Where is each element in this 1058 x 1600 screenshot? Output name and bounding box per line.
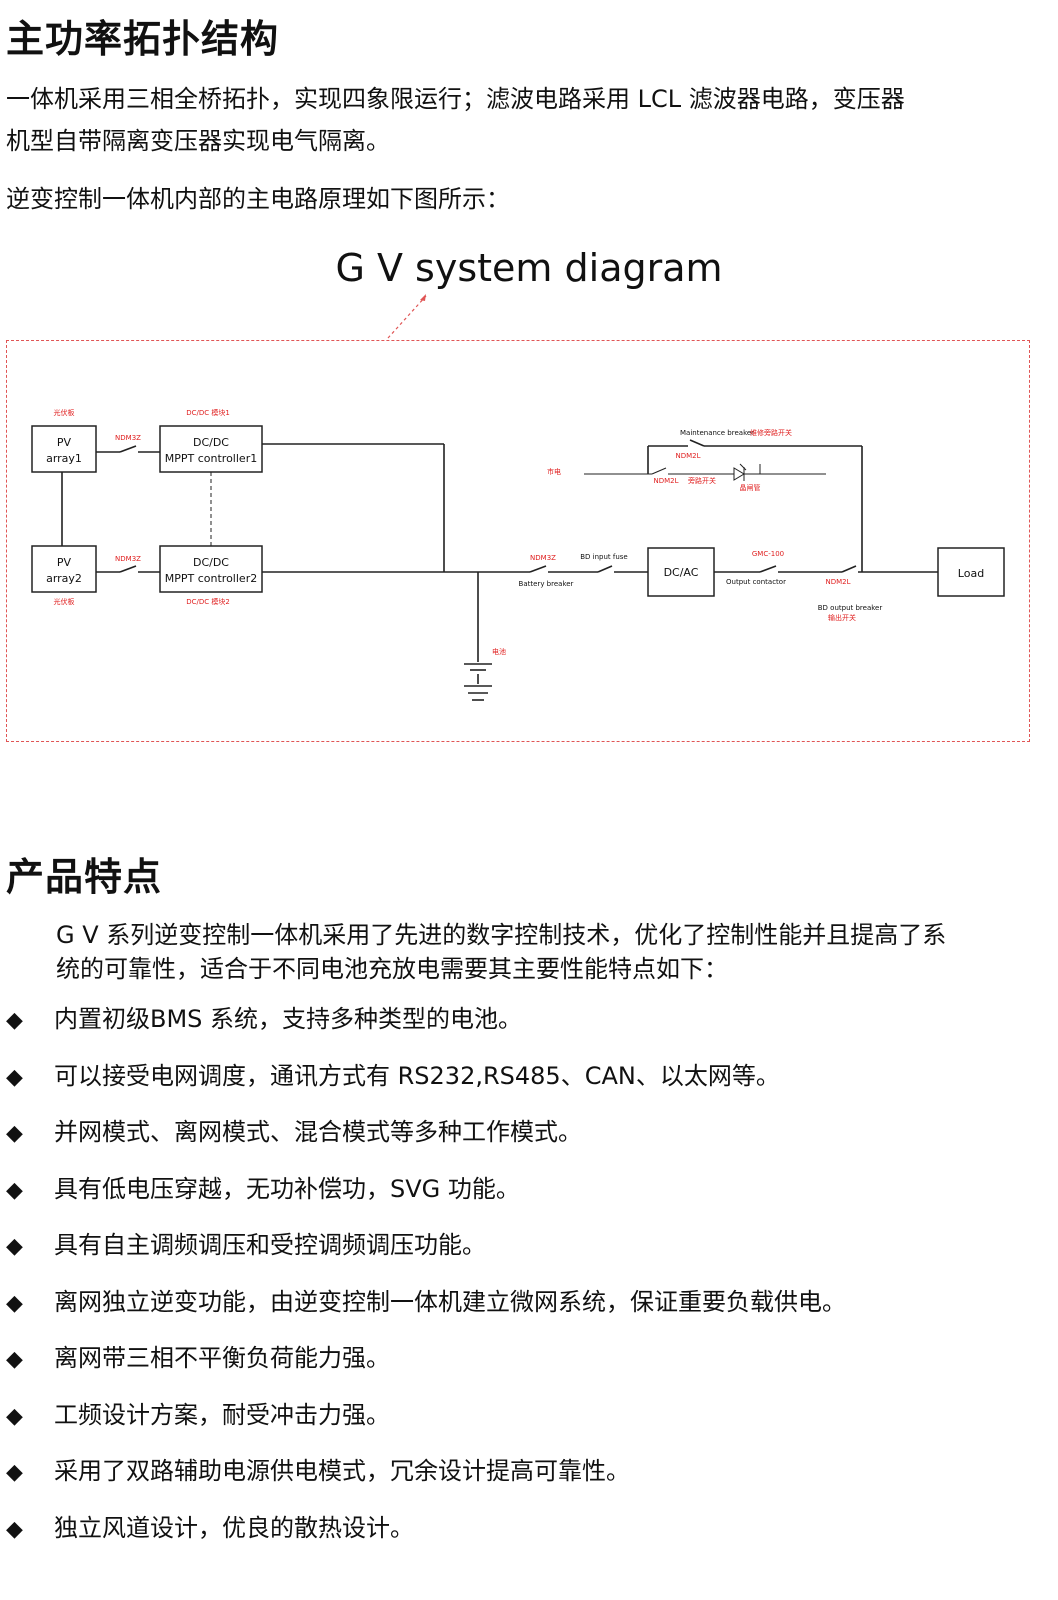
bd-output-cn-label: 输出开关 <box>828 613 856 622</box>
battery-cn-label: 电池 <box>492 647 506 656</box>
feature-item: ◆ 具有自主调频调压和受控调频调压功能。 <box>0 1228 1058 1285</box>
diamond-bullet-icon: ◆ <box>6 1177 23 1203</box>
diamond-bullet-icon: ◆ <box>6 1460 23 1485</box>
diamond-bullet-icon: ◆ <box>6 1403 23 1429</box>
ndm2l-out-label: NDM2L <box>825 578 850 586</box>
bd-input-fuse-label: BD input fuse <box>580 553 628 561</box>
pv-array2-label-a: PV <box>57 556 72 569</box>
pv-array1-box <box>31 425 97 473</box>
maintenance-label: Maintenance breaker <box>680 429 754 437</box>
bd-output-breaker-label: BD output breaker <box>818 604 883 612</box>
feature-item: ◆ 可以接受电网调度，通讯方式有 RS232,RS485、CAN、以太网等。 <box>0 1059 1058 1116</box>
diamond-bullet-icon: ◆ <box>6 1290 23 1316</box>
diamond-bullet-icon: ◆ <box>6 1347 23 1372</box>
battery-breaker-label: Battery breaker <box>519 580 574 588</box>
load-label: Load <box>958 567 984 580</box>
features-intro: G V 系列逆变控制一体机采用了先进的数字控制技术，优化了控制性能并且提高了系 … <box>56 918 1006 986</box>
topology-paragraph-line2: 机型自带隔离变压器实现电气隔离。 <box>6 127 390 155</box>
features-intro-line2: 统的可靠性，适合于不同电池充放电需要其主要性能特点如下： <box>56 955 728 983</box>
dcdc1-label-b: MPPT controller1 <box>165 452 257 465</box>
load-box <box>937 547 1005 597</box>
gmc-label: GMC-100 <box>752 550 784 558</box>
pv-array1-label-a: PV <box>57 436 72 449</box>
title-pointer-line <box>387 294 427 339</box>
topology-paragraph-intro: 逆变控制一体机内部的主电路原理如下图所示： <box>6 185 510 213</box>
diamond-bullet-icon: ◆ <box>6 1234 23 1259</box>
feature-item: ◆ 内置初级BMS 系统，支持多种类型的电池。 <box>0 1002 1058 1059</box>
pv-array2-box <box>31 545 97 593</box>
grid-cn-label: 市电 <box>547 467 561 476</box>
ndm2l-top-label: NDM2L <box>675 452 700 460</box>
dcdc1-label-a: DC/DC <box>193 436 229 449</box>
feature-text: 离网独立逆变功能，由逆变控制一体机建立微网系统，保证重要负载供电。 <box>54 1287 846 1316</box>
diagram-frame <box>6 340 1030 742</box>
feature-text: 具有自主调频调压和受控调频调压功能。 <box>54 1231 486 1259</box>
pv-array1-label-b: array1 <box>46 452 82 465</box>
section-title-topology: 主功率拓扑结构 <box>6 17 280 61</box>
feature-text: 并网模式、离网模式、混合模式等多种工作模式。 <box>54 1118 582 1146</box>
output-contactor-label: Output contactor <box>726 578 786 586</box>
system-diagram: PV array1 光伏板 PV array2 光伏板 DC/DC MPPT c… <box>31 408 1005 701</box>
feature-item: ◆ 具有低电压穿越，无功补偿功，SVG 功能。 <box>0 1172 1058 1229</box>
dcdc1-cn-label: DC/DC 模块1 <box>186 408 230 417</box>
feature-text: 工频设计方案，耐受冲击力强。 <box>54 1400 390 1429</box>
features-intro-line1: G V 系列逆变控制一体机采用了先进的数字控制技术，优化了控制性能并且提高了系 <box>56 921 947 949</box>
feature-text: 采用了双路辅助电源供电模式，冗余设计提高可靠性。 <box>54 1457 630 1485</box>
bypass-cn-label: 旁路开关 <box>688 476 716 485</box>
feature-text: 离网带三相不平衡负荷能力强。 <box>54 1344 390 1372</box>
feature-item: ◆ 离网独立逆变功能，由逆变控制一体机建立微网系统，保证重要负载供电。 <box>0 1285 1058 1342</box>
ndm3z-label-3: NDM3Z <box>530 554 556 562</box>
ndm2l-bypass-label: NDM2L <box>653 477 678 485</box>
feature-text: 内置初级BMS 系统，支持多种类型的电池。 <box>54 1005 523 1033</box>
dcac-box <box>647 547 715 597</box>
diamond-bullet-icon: ◆ <box>6 1121 23 1146</box>
topology-paragraph-line1: 一体机采用三相全桥拓扑，实现四象限运行；滤波电路采用 LCL 滤波器电路，变压器 <box>6 85 905 113</box>
dcac-label: DC/AC <box>664 566 699 579</box>
diamond-bullet-icon: ◆ <box>6 1064 23 1090</box>
dcdc2-cn-label: DC/DC 模块2 <box>186 597 230 606</box>
feature-item: ◆ 工频设计方案，耐受冲击力强。 <box>0 1398 1058 1455</box>
dcdc2-label-a: DC/DC <box>193 556 229 569</box>
feature-item: ◆ 并网模式、离网模式、混合模式等多种工作模式。 <box>0 1115 1058 1172</box>
pv-array2-label-b: array2 <box>46 572 82 585</box>
diagram-title: G V system diagram <box>335 246 723 290</box>
maintenance-cn-label: 维修旁路开关 <box>750 428 792 437</box>
feature-text: 独立风道设计，优良的散热设计。 <box>54 1513 414 1542</box>
thyristor-cn-label: 晶闸管 <box>740 483 761 492</box>
dcdc1-box <box>159 425 263 473</box>
dcdc2-box <box>159 545 263 593</box>
diamond-bullet-icon: ◆ <box>6 1516 23 1542</box>
feature-list: ◆ 内置初级BMS 系统，支持多种类型的电池。 ◆ 可以接受电网调度，通讯方式有 R… <box>0 1002 1058 1567</box>
feature-item: ◆ 离网带三相不平衡负荷能力强。 <box>0 1341 1058 1398</box>
feature-item: ◆ 独立风道设计，优良的散热设计。 <box>0 1511 1058 1568</box>
feature-text: 可以接受电网调度，通讯方式有 RS232,RS485、CAN、以太网等。 <box>54 1061 780 1090</box>
diamond-bullet-icon: ◆ <box>6 1008 23 1033</box>
feature-item: ◆ 采用了双路辅助电源供电模式，冗余设计提高可靠性。 <box>0 1454 1058 1511</box>
section-title-features: 产品特点 <box>6 855 163 899</box>
ndm3z-label-1: NDM3Z <box>115 434 141 442</box>
feature-text: 具有低电压穿越，无功补偿功，SVG 功能。 <box>54 1174 520 1203</box>
pv2-cn-label: 光伏板 <box>54 597 75 606</box>
dcdc2-label-b: MPPT controller2 <box>165 572 257 585</box>
pv1-cn-label: 光伏板 <box>54 408 75 417</box>
ndm3z-label-2: NDM3Z <box>115 555 141 563</box>
